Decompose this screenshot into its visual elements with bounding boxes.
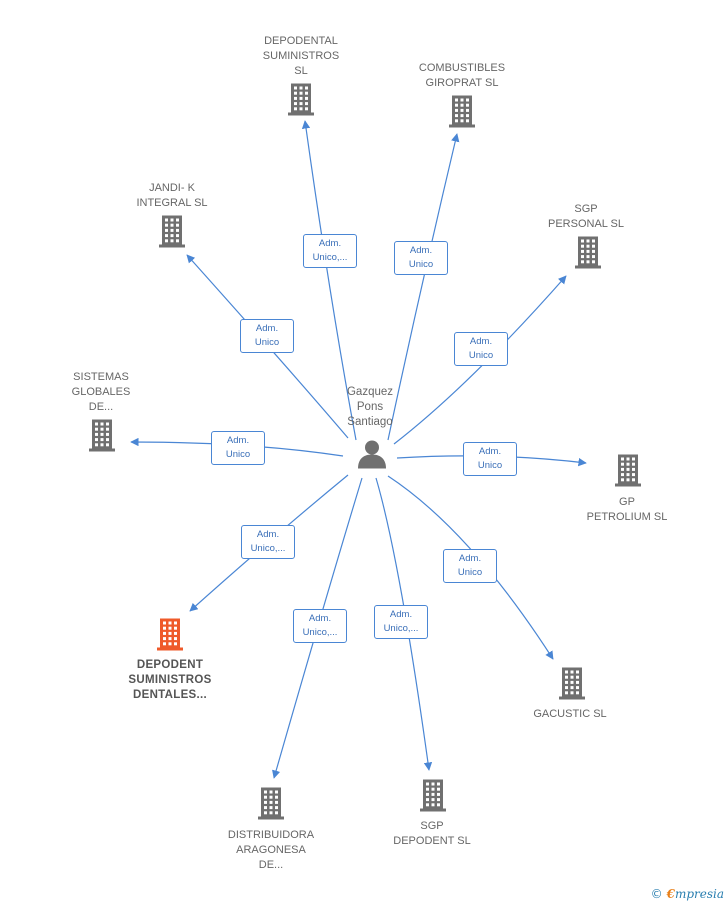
building-icon[interactable] <box>155 617 185 656</box>
company-label-sgp-personal[interactable]: SGP PERSONAL SL <box>548 202 624 232</box>
relation-label-gacustic[interactable]: Adm. Unico <box>443 549 497 583</box>
relation-text: Unico,... <box>383 623 419 634</box>
relation-label-distribuidora-aragonesa[interactable]: Adm. Unico,... <box>293 609 347 643</box>
company-name-line: SGP <box>420 820 444 832</box>
company-label-combustibles-giroprat[interactable]: COMBUSTIBLES GIROPRAT SL <box>419 61 505 91</box>
company-name-line: DENTALES... <box>132 689 208 701</box>
company-name-line: DE... <box>258 859 284 871</box>
company-label-sgp-depodent[interactable]: SGP DEPODENT SL <box>393 819 470 849</box>
company-name-line: PETROLIUM SL <box>586 511 668 523</box>
relation-text: Unico <box>408 259 434 270</box>
relation-label-combustibles-giroprat[interactable]: Adm. Unico <box>394 241 448 275</box>
company-name-line: SUMINISTROS <box>128 674 212 686</box>
edge-sgp-depodent <box>375 477 433 771</box>
center-name-line: Gazquez <box>346 385 394 398</box>
company-name-line: GACUSTIC SL <box>533 708 607 720</box>
building-icon[interactable] <box>557 666 587 705</box>
edge-gacustic <box>387 475 554 660</box>
relation-text: Adm. <box>308 613 332 624</box>
company-name-line: JANDI- K <box>149 182 195 194</box>
edge-jandi-k-integral <box>186 254 349 439</box>
relation-label-sgp-depodent[interactable]: Adm. Unico,... <box>374 605 428 639</box>
company-name-line: SGP <box>574 203 598 215</box>
brand-footer: ©€mpresia <box>651 887 724 901</box>
company-name-line: GIROPRAT SL <box>425 77 499 89</box>
company-name-line: SL <box>294 65 308 77</box>
edge-depodental-suministros <box>301 120 357 441</box>
building-icon[interactable] <box>256 786 286 825</box>
edge-sgp-personal <box>393 275 567 445</box>
company-name-line: SUMINISTROS <box>262 50 340 62</box>
company-label-sistemas-globales[interactable]: SISTEMAS GLOBALES DE... <box>72 370 131 415</box>
company-label-jandi-k-integral[interactable]: JANDI- K INTEGRAL SL <box>136 181 207 211</box>
relation-text: Unico <box>457 567 483 578</box>
relation-text: Unico,... <box>312 252 348 263</box>
building-icon[interactable] <box>286 82 316 121</box>
relation-text: Adm. <box>478 446 502 457</box>
relation-text: Adm. <box>458 553 482 564</box>
center-name-line: Santiago <box>347 415 393 428</box>
relation-text: Unico <box>468 350 494 361</box>
company-name-line: ARAGONESA <box>236 844 306 856</box>
relation-label-gp-petrolium[interactable]: Adm. Unico <box>463 442 517 476</box>
relation-label-sgp-personal[interactable]: Adm. Unico <box>454 332 508 366</box>
edge-combustibles-giroprat <box>387 133 460 441</box>
copyright-icon: © <box>650 887 663 901</box>
company-label-depodental-suministros[interactable]: DEPODENTAL SUMINISTROS SL <box>263 34 339 79</box>
company-name-line: GLOBALES <box>71 386 131 398</box>
company-name-line: DEPODENTAL <box>264 35 338 47</box>
relation-label-sistemas-globales[interactable]: Adm. Unico <box>211 431 265 465</box>
company-name-line: DISTRIBUIDORA <box>227 829 315 841</box>
relation-text: Unico <box>225 449 251 460</box>
relation-text: Adm. <box>256 529 280 540</box>
relation-label-depodent-suministros-dentales[interactable]: Adm. Unico,... <box>241 525 295 559</box>
brand-name: mpresia <box>674 887 724 901</box>
relation-text: Unico <box>254 337 280 348</box>
company-name-line: DEPODENT SL <box>393 835 471 847</box>
relation-text: Unico,... <box>250 543 286 554</box>
building-icon[interactable] <box>87 418 117 457</box>
company-name-line: DEPODENT <box>136 659 204 671</box>
person-icon[interactable] <box>357 439 387 474</box>
relation-text: Adm. <box>409 245 433 256</box>
relation-text: Unico,... <box>302 627 338 638</box>
company-label-gacustic[interactable]: GACUSTIC SL <box>533 707 606 722</box>
company-name-line: GP <box>619 496 635 508</box>
company-label-depodent-suministros-dentales[interactable]: DEPODENT SUMINISTROS DENTALES... <box>128 658 211 703</box>
relation-text: Adm. <box>469 336 493 347</box>
company-name-line: DE... <box>88 401 114 413</box>
building-icon[interactable] <box>613 453 643 492</box>
company-name-line: INTEGRAL SL <box>136 197 208 209</box>
brand-initial: € <box>666 887 675 901</box>
company-name-line: PERSONAL SL <box>547 218 625 230</box>
building-icon[interactable] <box>157 214 187 253</box>
building-icon[interactable] <box>447 94 477 133</box>
relation-text: Adm. <box>226 435 250 446</box>
company-label-gp-petrolium[interactable]: GP PETROLIUM SL <box>587 495 668 525</box>
relation-label-jandi-k-integral[interactable]: Adm. Unico <box>240 319 294 353</box>
center-name-line: Pons <box>356 400 384 413</box>
relation-text: Adm. <box>318 238 342 249</box>
building-icon[interactable] <box>418 778 448 817</box>
relation-text: Unico <box>477 460 503 471</box>
company-name-line: COMBUSTIBLES <box>418 62 506 74</box>
relation-text: Adm. <box>255 323 279 334</box>
relation-text: Adm. <box>389 609 413 620</box>
building-icon[interactable] <box>573 235 603 274</box>
company-name-line: SISTEMAS <box>73 371 129 383</box>
company-label-distribuidora-aragonesa[interactable]: DISTRIBUIDORA ARAGONESA DE... <box>228 828 314 873</box>
relation-label-depodental-suministros[interactable]: Adm. Unico,... <box>303 234 357 268</box>
